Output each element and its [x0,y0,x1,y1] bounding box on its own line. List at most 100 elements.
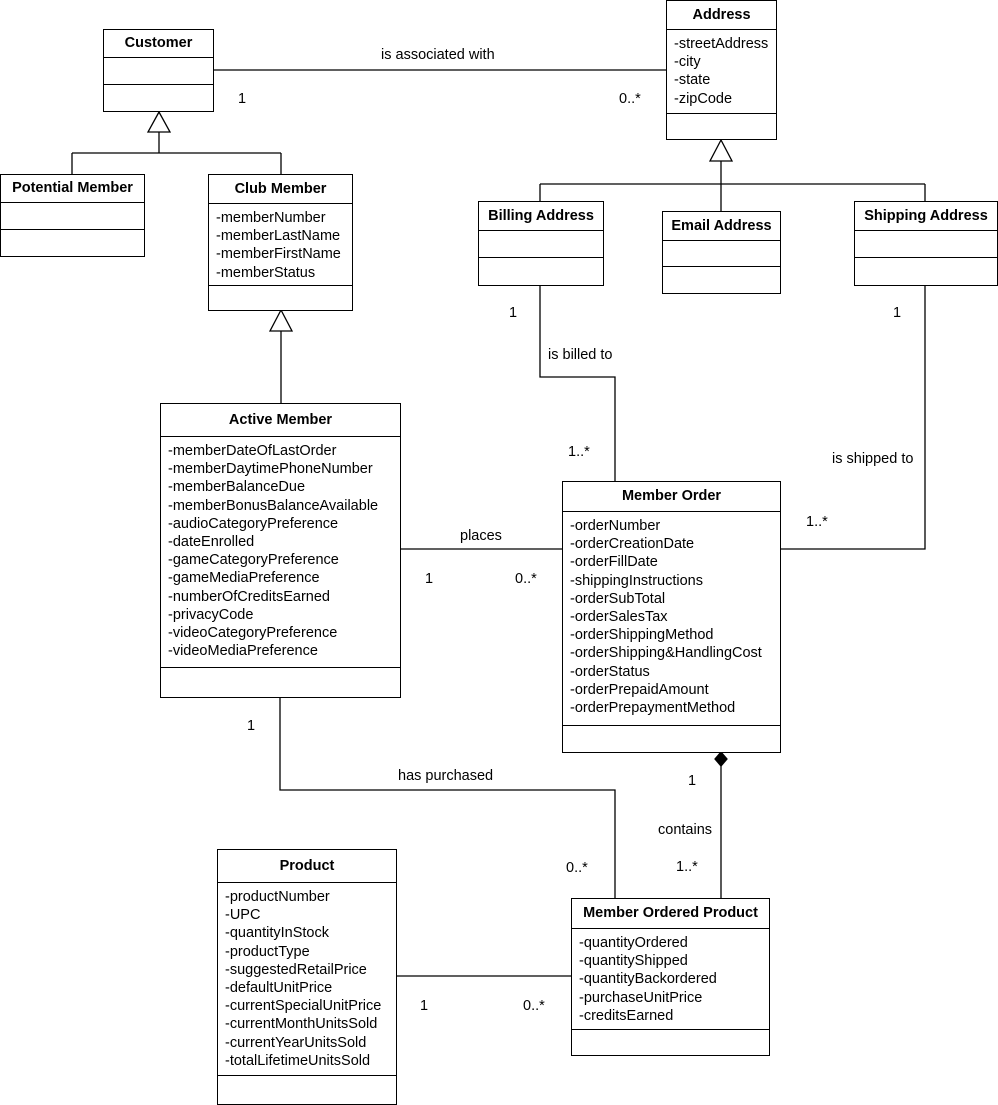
attribute: -orderSubTotal [570,590,666,607]
attribute: -productType [225,943,310,960]
generalization-arrow-club [268,308,294,332]
class-shipping-address[interactable]: Shipping Address [854,201,998,286]
attribute: -memberFirstName [216,246,341,263]
class-name: Email Address [663,212,780,241]
attribute: -productNumber [225,889,330,905]
attribute: -orderCreationDate [570,536,695,553]
attributes-compartment [479,231,603,258]
class-name: Member Ordered Product [572,899,769,929]
attribute: -quantityOrdered [579,935,688,951]
class-name: Billing Address [479,202,603,231]
multiplicity-label: 1..* [568,444,590,460]
attribute: -zipCode [674,90,733,107]
class-club-member[interactable]: Club Member -memberNumber -memberLastNam… [208,174,353,311]
attribute: -numberOfCreditsEarned [168,588,330,605]
operations-compartment [479,258,603,285]
attribute: -currentMonthUnitsSold [225,1016,378,1033]
attributes-compartment: -orderNumber -orderCreationDate -orderFi… [563,512,780,726]
attribute: -memberBonusBalanceAvailable [168,497,379,514]
attribute: -privacyCode [168,606,254,623]
assoc-label-purchased: has purchased [398,768,494,784]
operations-compartment [218,1076,396,1104]
class-customer[interactable]: Customer [103,29,214,112]
attribute: -memberDaytimePhoneNumber [168,461,373,478]
attribute: -memberBalanceDue [168,479,306,496]
generalization-arrow-address [708,138,734,162]
assoc-label-associated: is associated with [381,47,495,63]
operations-compartment [104,85,213,111]
attribute: -videoMediaPreference [168,643,318,660]
assoc-label-billed: is billed to [548,347,613,363]
attribute: -memberStatus [216,264,316,281]
assoc-label-shipped: is shipped to [832,451,914,467]
class-billing-address[interactable]: Billing Address [478,201,604,286]
attributes-compartment [663,241,780,267]
multiplicity-label: 0..* [515,571,537,587]
attribute: -orderPrepaymentMethod [570,700,736,717]
attributes-compartment: -memberDateOfLastOrder -memberDaytimePho… [161,437,400,668]
attribute: -dateEnrolled [168,534,255,551]
attribute: -orderStatus [570,663,650,680]
attributes-compartment: -memberNumber -memberLastName -memberFir… [209,204,352,286]
operations-compartment [209,286,352,310]
attribute: -creditsEarned [579,1007,674,1024]
class-address[interactable]: Address -streetAddress -city -state -zip… [666,0,777,140]
operations-compartment [855,258,997,285]
attribute: -purchaseUnitPrice [579,989,703,1006]
multiplicity-label: 1 [247,718,256,734]
multiplicity-label: 0..* [566,860,588,876]
attribute: -orderShipping&HandlingCost [570,645,762,662]
multiplicity-label: 1 [425,571,434,587]
attribute: -gameCategoryPreference [168,552,339,569]
attribute: -currentYearUnitsSold [225,1034,367,1051]
class-active-member[interactable]: Active Member -memberDateOfLastOrder -me… [160,403,401,698]
attribute: -orderPrepaidAmount [570,681,709,698]
assoc-billing-line [539,286,616,481]
attributes-compartment [855,231,997,258]
assoc-purchased-line [279,697,616,898]
attribute: -memberNumber [216,210,326,226]
multiplicity-label: 1..* [806,514,828,530]
class-product[interactable]: Product -productNumber -UPC -quantityInS… [217,849,397,1105]
attribute: -audioCategoryPreference [168,515,339,532]
attributes-compartment: -streetAddress -city -state -zipCode [667,30,776,114]
attribute: -totalLifetimeUnitsSold [225,1052,371,1069]
attribute: -suggestedRetailPrice [225,961,367,978]
assoc-shipping-line [781,286,926,550]
class-name: Member Order [563,482,780,512]
attribute: -state [674,72,711,89]
attribute: -orderNumber [570,518,661,534]
attribute: -city [674,54,701,71]
multiplicity-label: 1 [893,305,902,321]
multiplicity-label: 1 [238,91,247,107]
multiplicity-label: 1 [420,998,429,1014]
attribute: -quantityShipped [579,953,688,970]
attribute: -quantityInStock [225,925,329,942]
attributes-compartment: -productNumber -UPC -quantityInStock -pr… [218,883,396,1076]
assoc-label-places: places [460,528,502,544]
class-potential-member[interactable]: Potential Member [0,174,145,257]
class-name: Active Member [161,404,400,437]
class-name: Shipping Address [855,202,997,231]
operations-compartment [563,726,780,752]
class-email-address[interactable]: Email Address [662,211,781,294]
attribute: -orderFillDate [570,554,658,571]
class-member-ordered-product[interactable]: Member Ordered Product -quantityOrdered … [571,898,770,1056]
attributes-compartment: -quantityOrdered -quantityShipped -quant… [572,929,769,1030]
class-name: Club Member [209,175,352,204]
composition-diamond [714,751,728,767]
attribute: -memberLastName [216,228,341,245]
operations-compartment [667,114,776,139]
generalization-arrow-customer [146,110,172,133]
attribute: -shippingInstructions [570,572,703,589]
operations-compartment [161,668,400,697]
multiplicity-label: 0..* [523,998,545,1014]
class-name: Product [218,850,396,883]
multiplicity-label: 1 [509,305,518,321]
class-member-order[interactable]: Member Order -orderNumber -orderCreation… [562,481,781,753]
attribute: -streetAddress [674,36,769,52]
assoc-label-contains: contains [658,822,713,838]
attribute: -quantityBackordered [579,971,717,988]
